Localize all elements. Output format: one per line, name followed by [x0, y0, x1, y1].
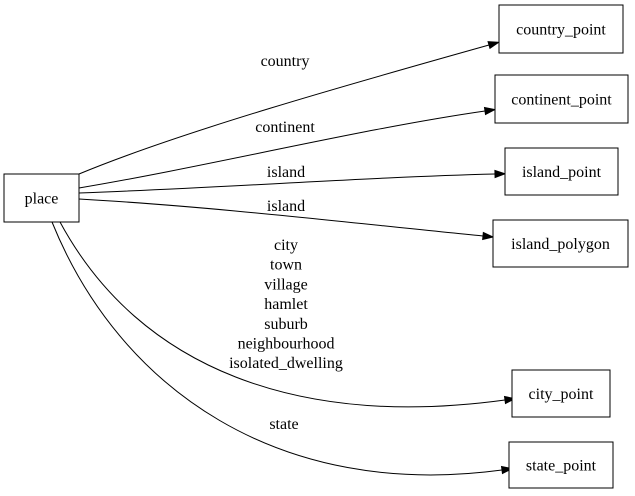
edge-label-place-country_point: country — [261, 53, 310, 70]
edge-place-country_point — [78, 44, 490, 175]
node-state_point — [508, 441, 614, 489]
edge-place-island_point — [78, 173, 496, 194]
node-label-island_polygon: island_polygon — [511, 236, 610, 253]
node-continent_point — [494, 74, 629, 124]
node-label-state_point: state_point — [526, 458, 597, 475]
edge-label-place-state_point: state — [269, 416, 298, 433]
arrowhead-place-continent_point — [483, 106, 497, 116]
node-label-country_point: country_point — [516, 22, 606, 39]
edge-place-continent_point — [78, 110, 486, 189]
node-city_point — [511, 369, 611, 418]
node-label-place: place — [25, 191, 59, 208]
arrowhead-place-country_point — [487, 41, 501, 50]
node-island_polygon — [492, 219, 629, 268]
node-country_point — [498, 4, 624, 54]
arrowhead-place-island_point — [494, 169, 507, 179]
edge-label-place-island_polygon: island — [267, 198, 305, 215]
node-label-city_point: city_point — [529, 386, 594, 403]
edge-label-place-continent_point: continent — [255, 119, 315, 136]
edge-place-island_polygon — [78, 198, 484, 237]
edge-label-place-island_point: island — [267, 164, 305, 181]
node-island_point — [504, 147, 619, 196]
node-label-continent_point: continent_point — [511, 92, 612, 109]
node-place — [3, 173, 80, 223]
edge-place-state_point — [51, 221, 503, 476]
edge-place-city_point — [59, 221, 506, 408]
arrowhead-place-island_polygon — [482, 231, 495, 241]
node-label-island_point: island_point — [522, 164, 602, 181]
